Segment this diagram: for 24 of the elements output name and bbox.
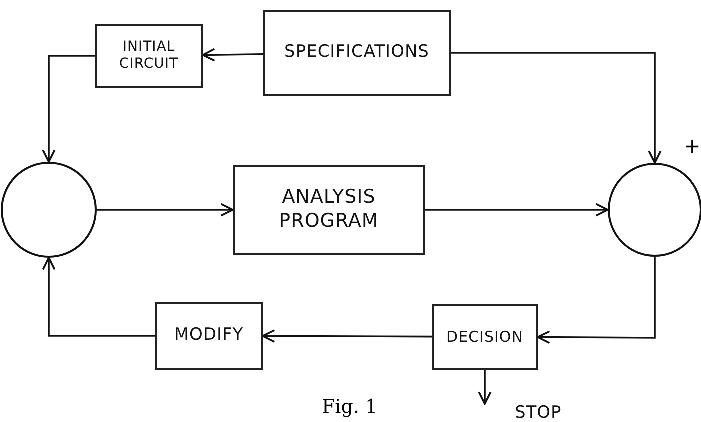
node-label: SPECIFICATIONS [284, 42, 430, 64]
sign-label: + [684, 136, 701, 156]
arrow [42, 55, 95, 163]
circle-node [1, 162, 97, 258]
node-label: INITIAL CIRCUIT [118, 38, 180, 74]
circle-node [608, 163, 701, 257]
terminal-label: STOP [515, 405, 562, 422]
node-label: MODIFY [174, 325, 244, 347]
figure-caption: Fig. 1 [322, 398, 378, 417]
arrow [451, 52, 662, 164]
arrow [202, 48, 264, 62]
arrow [97, 203, 234, 217]
arrow [537, 257, 656, 344]
decision-box [432, 304, 538, 370]
process-box [155, 302, 263, 370]
arrow [478, 370, 492, 405]
process-box [95, 24, 203, 88]
process-box [233, 165, 425, 255]
process-box [263, 10, 451, 96]
arrow [262, 329, 432, 343]
node-label: ANALYSIS PROGRAM [278, 186, 380, 234]
arrow [42, 257, 155, 337]
node-label: DECISION [446, 328, 524, 346]
arrow [425, 203, 609, 217]
